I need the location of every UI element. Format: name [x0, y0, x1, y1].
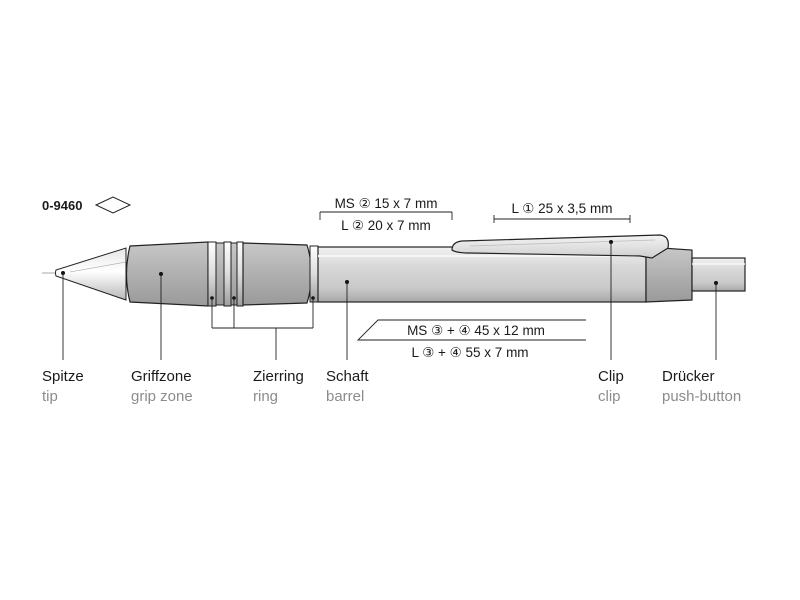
diamond-icon: [94, 196, 132, 214]
imprint-barrel-upper-line1: MS ② 15 x 7 mm: [335, 196, 438, 211]
part-label-en: tip: [42, 388, 58, 405]
push-button-shape: [691, 257, 746, 292]
clip-shape: [451, 234, 669, 259]
imprint-barrel-upper: MS ② 15 x 7 mm L ② 20 x 7 mm: [319, 196, 453, 233]
product-code: 0-9460: [42, 198, 82, 213]
part-label-en: ring: [253, 388, 278, 405]
part-label-tip: Spitze tip: [42, 368, 84, 405]
imprint-clip-line1: L ① 25 x 3,5 mm: [512, 201, 613, 216]
grip-segment: [215, 242, 225, 306]
ring-4: [309, 245, 319, 303]
grip-zone-shape: [125, 241, 209, 307]
grip-segment: [230, 242, 238, 306]
leader-lines: [61, 240, 718, 360]
part-label-de: Griffzone: [131, 368, 192, 385]
imprint-barrel-lower-line1: MS ③ + ④ 45 x 12 mm: [407, 323, 545, 338]
imprint-barrel-lower-line2: L ③ + ④ 55 x 7 mm: [411, 345, 528, 360]
part-label-en: grip zone: [131, 388, 193, 405]
imprint-barrel-upper-line2: L ② 20 x 7 mm: [341, 218, 431, 233]
front-cone: [55, 247, 127, 301]
part-label-de: Drücker: [662, 368, 715, 385]
part-label-clip: Clip clip: [598, 368, 624, 405]
part-label-en: barrel: [326, 388, 364, 405]
ring-2: [223, 241, 232, 307]
part-label-en: push-button: [662, 388, 741, 405]
part-label-de: Zierring: [253, 368, 304, 385]
imprint-clip: L ① 25 x 3,5 mm: [493, 201, 631, 223]
pen-illustration: [42, 234, 746, 307]
grip-rear: [242, 242, 313, 306]
barrel-end: [645, 246, 693, 303]
part-label-ring: Zierring ring: [253, 368, 304, 405]
part-label-grip-zone: Griffzone grip zone: [131, 368, 193, 405]
part-label-barrel: Schaft barrel: [326, 368, 369, 405]
part-label-de: Clip: [598, 368, 624, 385]
part-label-push-button: Drücker push-button: [662, 368, 741, 405]
ring-3: [236, 241, 244, 307]
part-label-en: clip: [598, 388, 621, 405]
imprint-barrel-lower: MS ③ + ④ 45 x 12 mm L ③ + ④ 55 x 7 mm: [356, 319, 586, 360]
part-label-de: Spitze: [42, 368, 84, 385]
part-label-de: Schaft: [326, 368, 369, 385]
